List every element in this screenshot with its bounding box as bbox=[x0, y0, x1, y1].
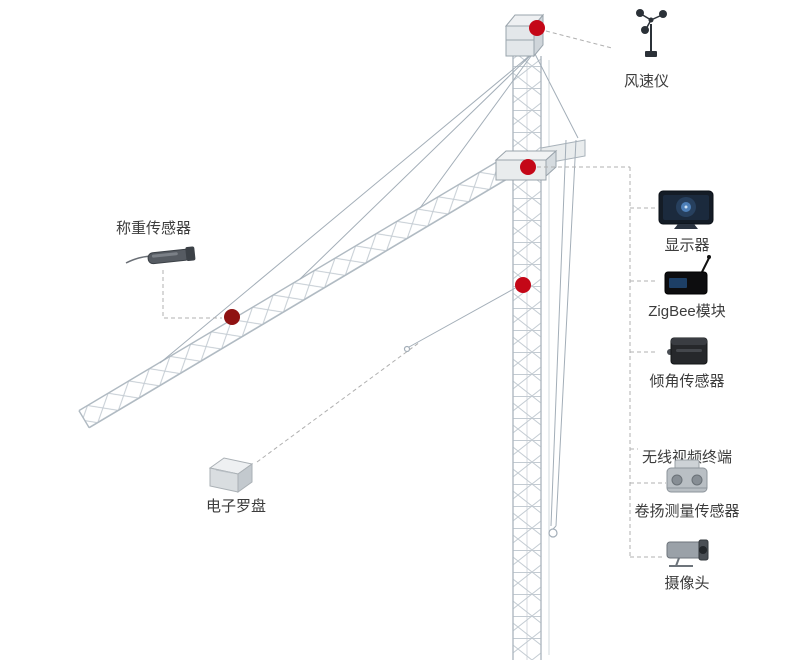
display-label: 显示器 bbox=[664, 237, 710, 254]
panel-item-camera: 摄像头 bbox=[617, 536, 757, 593]
compass-box-icon bbox=[204, 452, 260, 496]
hoist-sensor-label: 卷扬测量传感器 bbox=[634, 503, 740, 520]
panel-item-tilt: 倾角传感器 bbox=[617, 336, 757, 391]
sensor-marker-tower bbox=[515, 277, 531, 293]
wireless-video-label: 无线视频终端 bbox=[641, 449, 732, 466]
slewing-turntable bbox=[494, 149, 558, 181]
load-sensor-label: 称重传感器 bbox=[116, 220, 192, 237]
crane-jib bbox=[78, 159, 511, 429]
anemometer-label: 风速仪 bbox=[624, 73, 670, 90]
counter-platform bbox=[540, 139, 586, 538]
sensor-marker-jib bbox=[224, 309, 240, 325]
load-cell-icon bbox=[124, 243, 200, 271]
sensor-marker-slewing bbox=[520, 159, 536, 175]
hoist-sensor-icon bbox=[663, 458, 711, 496]
camera-icon bbox=[663, 536, 711, 568]
connector-lines bbox=[162, 30, 666, 558]
zigbee-label: ZigBee模块 bbox=[648, 303, 726, 320]
panel-item-hoist: 卷扬测量传感器 bbox=[617, 458, 757, 521]
tilt-sensor-icon bbox=[664, 336, 710, 366]
panel-item-wireless-video: 无线视频终端 bbox=[617, 442, 757, 467]
panel-item-zigbee: ZigBee模块 bbox=[617, 254, 757, 321]
camera-label: 摄像头 bbox=[664, 575, 710, 592]
sensor-marker-anemometer bbox=[529, 20, 545, 36]
tower-mast bbox=[512, 56, 550, 660]
monitor-icon bbox=[658, 190, 716, 230]
panel-item-display: 显示器 bbox=[617, 190, 757, 255]
pendant-ropes bbox=[159, 51, 579, 364]
compass-label: 电子罗盘 bbox=[206, 498, 267, 515]
tilt-sensor-label: 倾角传感器 bbox=[649, 373, 725, 390]
trolley-line bbox=[403, 285, 520, 353]
anemometer-icon bbox=[630, 6, 672, 60]
zigbee-module-icon bbox=[661, 254, 713, 296]
